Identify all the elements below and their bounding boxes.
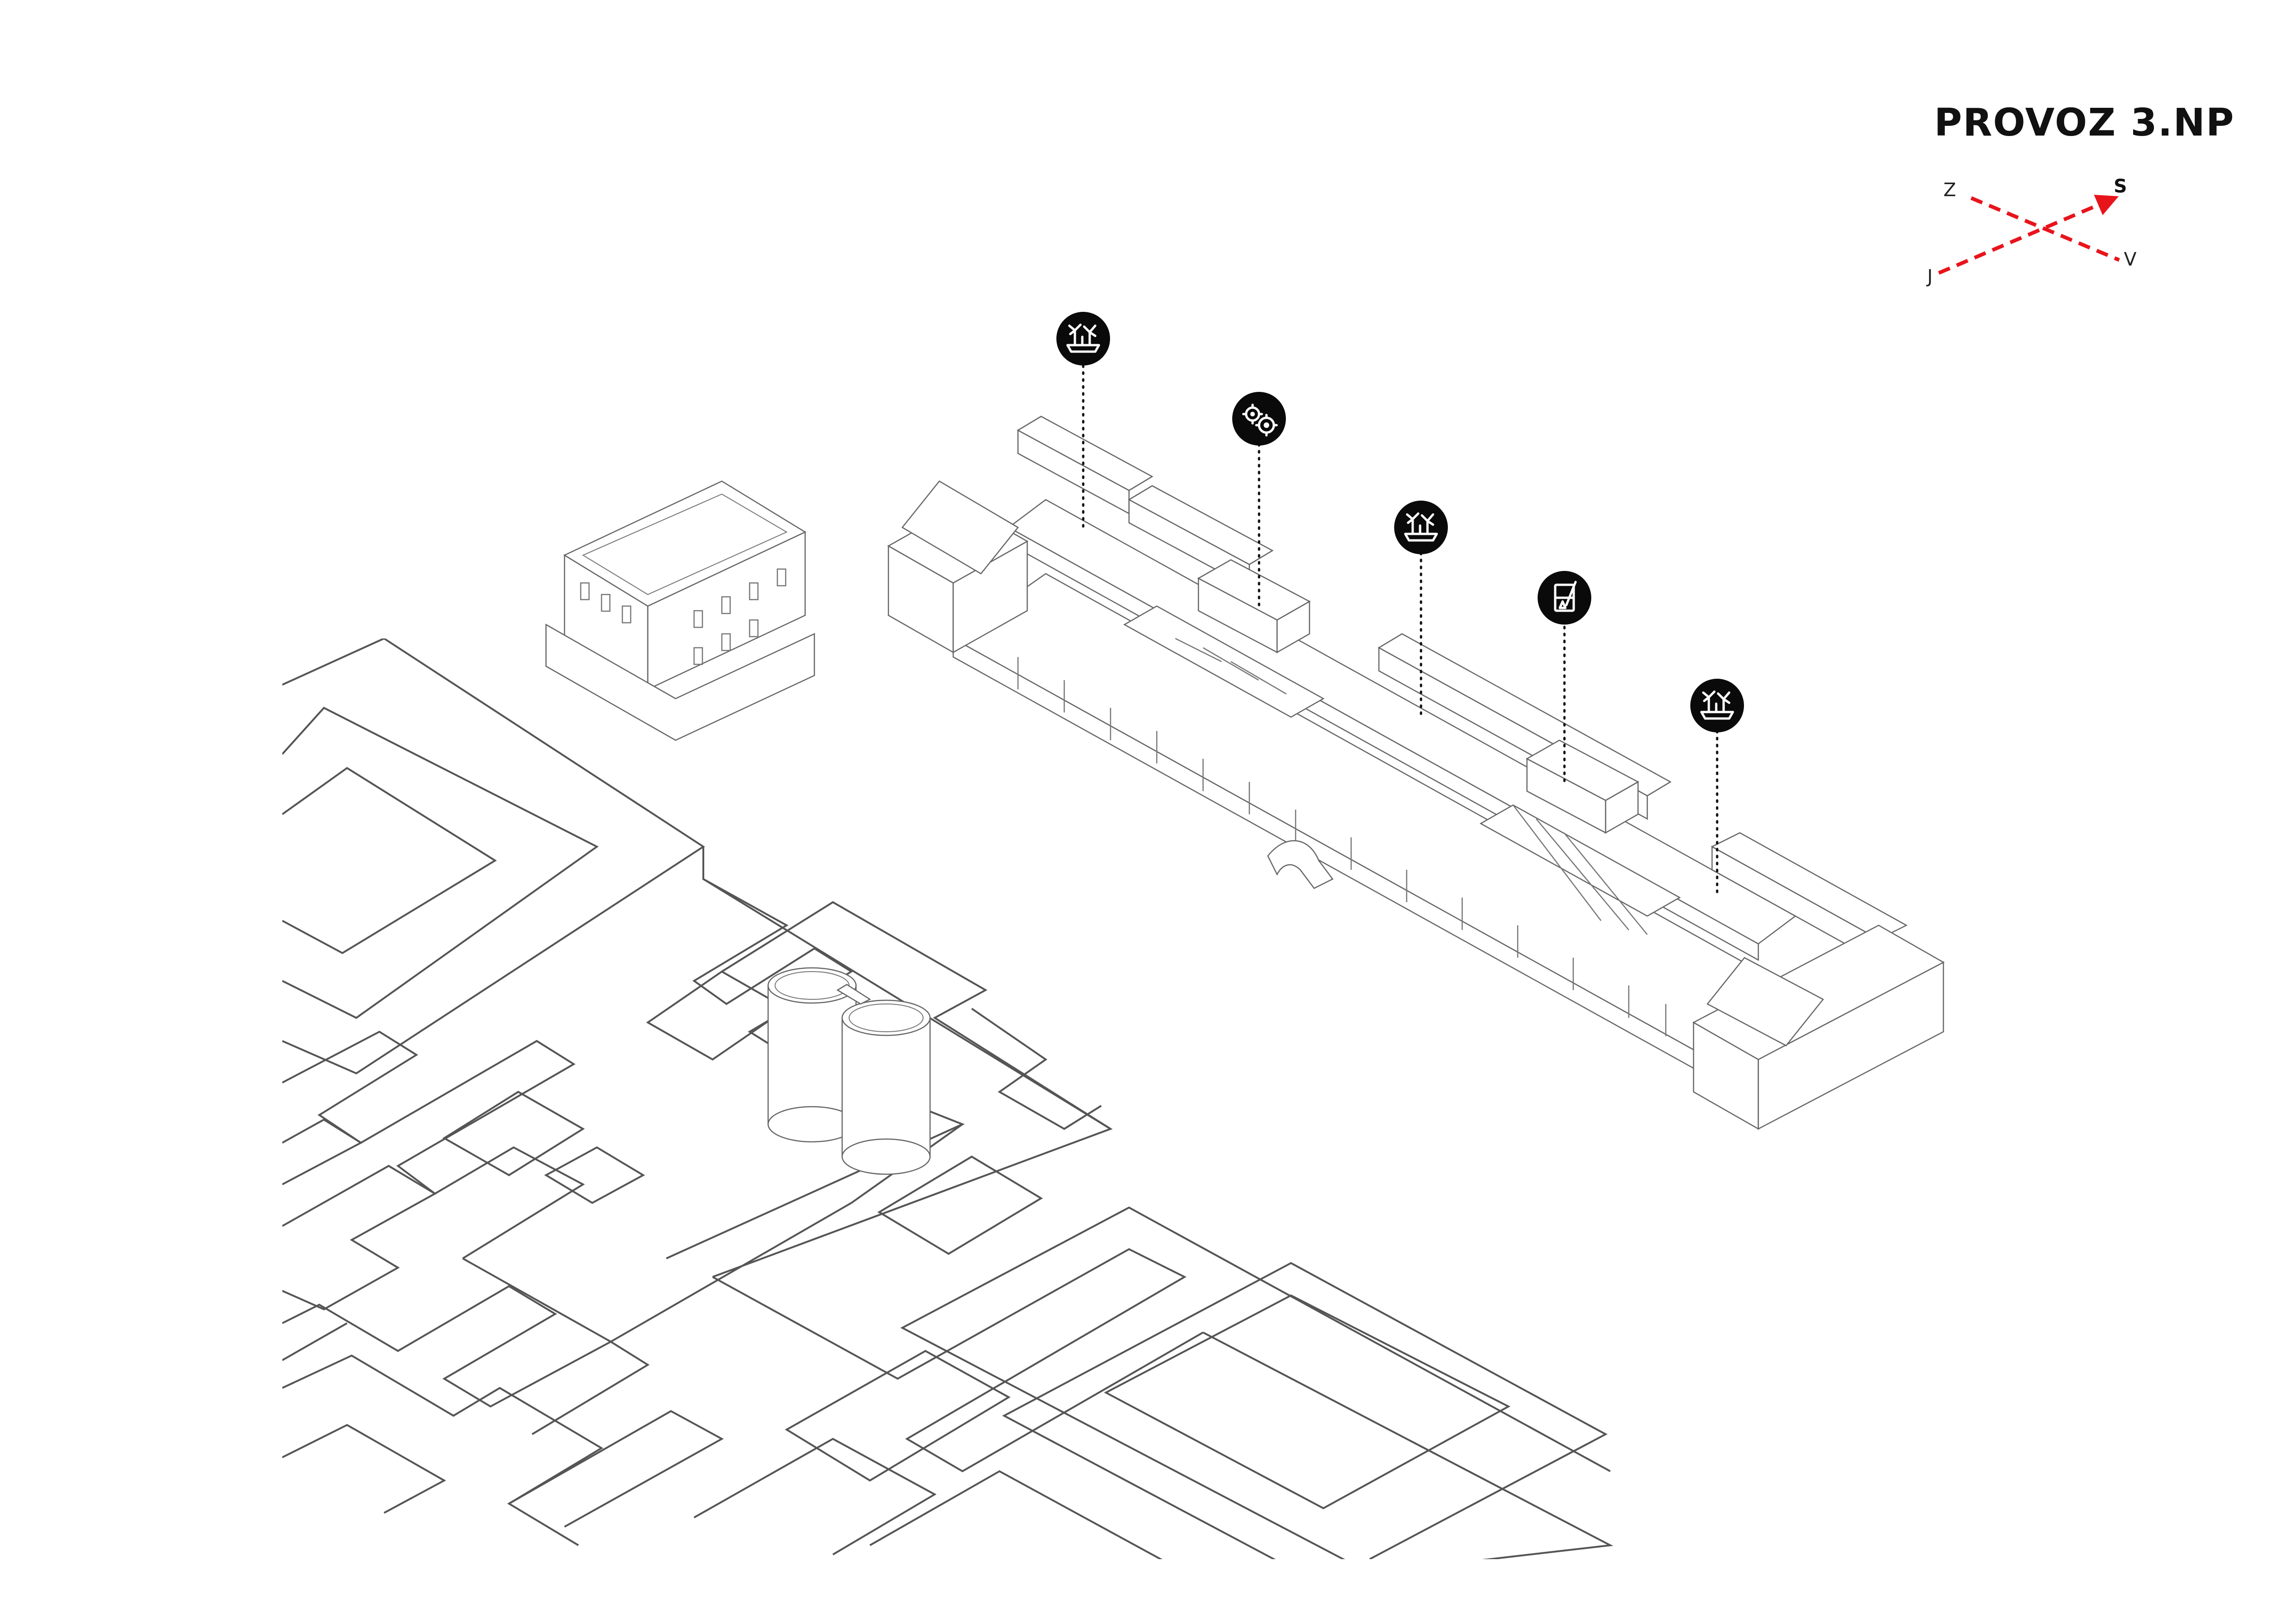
compass <box>1938 194 2120 275</box>
compass-label-south: J <box>1927 266 1933 287</box>
compass-label-west: Z <box>1943 180 1956 201</box>
compass-label-east: V <box>2124 249 2137 270</box>
leader-lines <box>1082 364 1719 899</box>
gears-icon <box>1232 392 1286 446</box>
greenery-icon <box>1394 501 1448 554</box>
compass-label-north: S <box>2114 176 2127 197</box>
small-house <box>545 480 815 741</box>
greenery-icon <box>1056 312 1110 365</box>
lab-glass-icon <box>1538 571 1591 625</box>
compass-line-east-west <box>1970 196 2120 262</box>
main-building <box>887 415 1945 1130</box>
greenery-icon <box>1690 679 1744 732</box>
page-title: PROVOZ 3.NP <box>1934 101 2235 145</box>
silos <box>767 967 931 1175</box>
compass-arrow-north <box>1938 194 2119 275</box>
